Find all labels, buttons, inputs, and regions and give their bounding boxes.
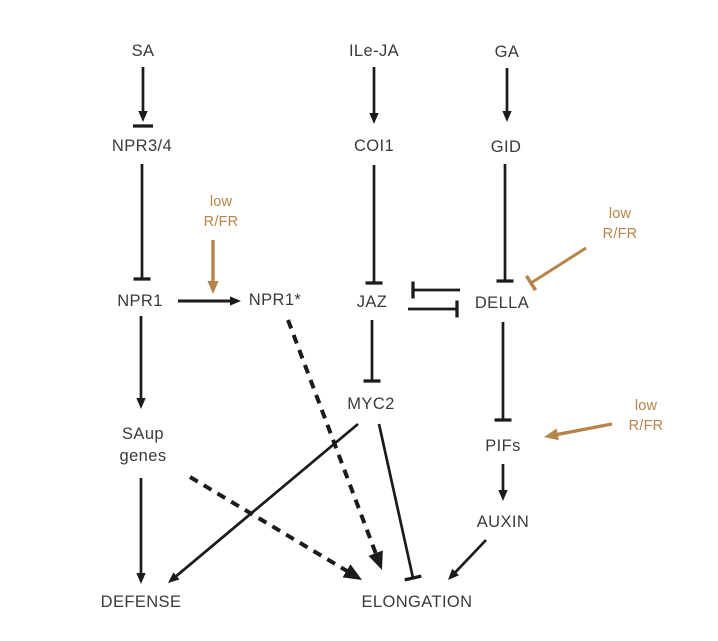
label-della: DELLA [474, 294, 530, 312]
edge-lowrfr3-pifs [544, 422, 613, 441]
edge-sa-npr34 [133, 67, 153, 128]
edge-coi1-jaz [365, 165, 383, 285]
edge-npr1-saup [136, 316, 146, 409]
label-elongation: ELONGATION [361, 593, 473, 611]
label-myc2: MYC2 [347, 395, 395, 413]
edge-npr1-npr1star [178, 296, 241, 306]
edge-jaz-myc2 [363, 320, 381, 383]
label-ileja: ILe-JA [348, 42, 400, 60]
label-sa: SA [131, 42, 155, 60]
label-jaz: JAZ [356, 293, 388, 311]
label-low-rfr-1: low R/FR [203, 194, 239, 230]
label-npr1-star: NPR1* [248, 291, 302, 309]
edge-myc2-elongation [377, 423, 422, 582]
label-low-rfr-2: low R/FR [602, 206, 638, 242]
edge-saup-elongation [188, 475, 362, 580]
edge-lowrfr1-npr1conv [207, 240, 219, 294]
edge-jaz-della [408, 300, 459, 318]
edge-ileja-coi1 [369, 67, 379, 124]
label-auxin: AUXIN [476, 513, 530, 531]
edge-npr1star-elongation [286, 319, 383, 570]
label-pifs: PIFs [485, 437, 521, 455]
edge-lowrfr2-della [524, 246, 587, 292]
label-npr1: NPR1 [117, 292, 163, 310]
label-low-rfr-3: low R/FR [628, 398, 664, 434]
edge-della-pifs [494, 322, 512, 422]
label-gid: GID [490, 138, 522, 156]
label-defense: DEFENSE [100, 593, 182, 611]
edge-gid-della [496, 164, 514, 283]
edge-della-jaz [411, 281, 460, 299]
label-coi1: COI1 [353, 137, 395, 155]
label-saup-genes: SAup genes [119, 425, 167, 465]
edge-npr34-npr1 [133, 164, 151, 281]
edge-pifs-auxin [498, 464, 508, 501]
edge-ga-gid [502, 68, 512, 122]
label-npr34: NPR3/4 [111, 137, 173, 155]
label-ga: GA [494, 43, 520, 61]
edge-auxin-elongation [448, 539, 487, 580]
edge-myc2-defense [168, 422, 359, 583]
edge-saup-defense [136, 478, 146, 584]
